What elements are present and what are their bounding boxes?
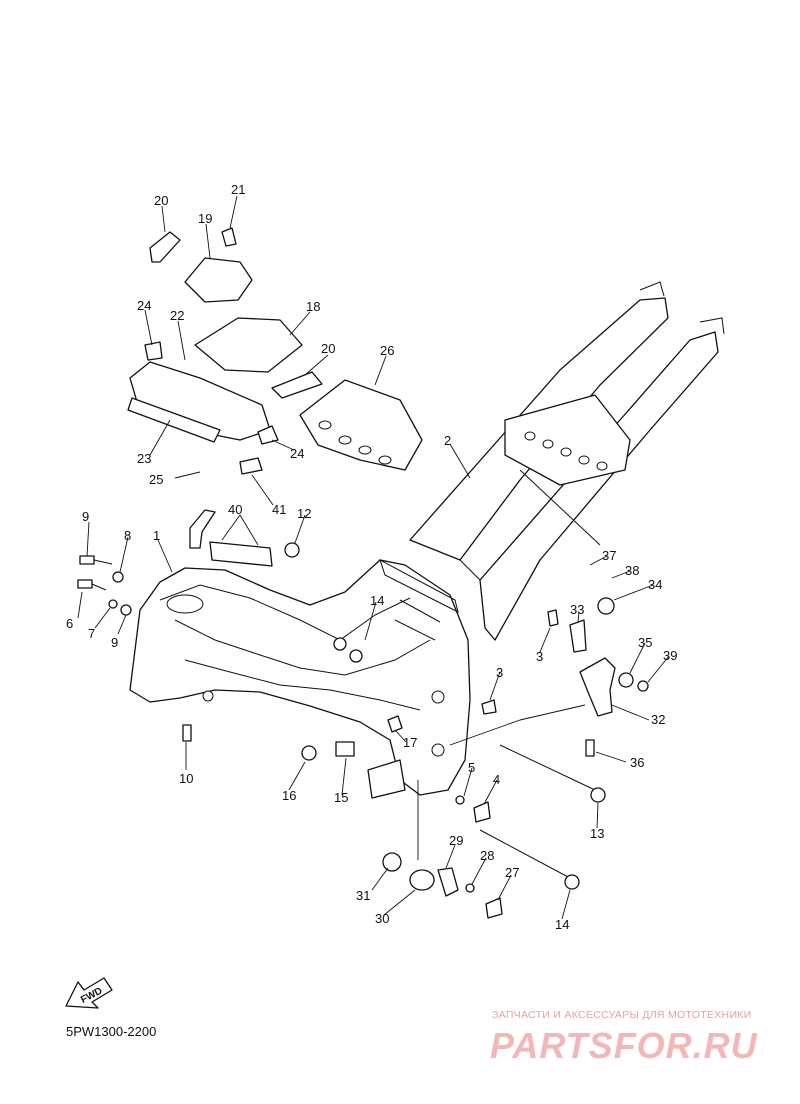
top-bracket-part [149,227,253,303]
callout-35: 35 [638,635,652,650]
callout-9b: 9 [111,635,118,650]
callout-20: 20 [154,193,168,208]
watermark-tagline: ЗАПЧАСТИ И АКСЕССУАРЫ ДЛЯ МОТОТЕХНИКИ [492,1009,752,1021]
callout-22: 22 [170,308,184,323]
callout-40: 40 [228,502,242,517]
rear-frame-part [409,281,725,641]
callout-15: 16 [282,788,296,803]
plate-26-part [299,379,423,471]
callout-12: 13 [590,826,604,841]
callout-36: 36 [630,755,644,770]
callout-17: 17 [403,735,417,750]
callout-38: 38 [625,563,639,578]
callout-labels: 21 20 19 18 24 22 20 26 2 23 24 25 41 40… [66,182,677,932]
callout-18: 18 [306,299,320,314]
callout-20b: 20 [321,341,335,356]
strip-parts [239,371,323,475]
callout-23: 23 [137,451,151,466]
callout-25: 25 [149,472,163,487]
callout-30: 30 [375,911,389,926]
callout-11: 12 [297,506,311,521]
callout-10: 10 [179,771,193,786]
callout-1: 1 [153,528,160,543]
callout-32: 32 [651,712,665,727]
callout-14: 14 [555,917,569,932]
hardware-parts [77,542,606,919]
callout-21: 21 [231,182,245,197]
callout-37: 37 [602,548,616,563]
main-frame-part [129,558,471,796]
callout-3b: 3 [496,665,503,680]
callout-24b: 24 [290,446,304,461]
callout-9: 8 [124,528,131,543]
panel-18-part [194,317,303,373]
callout-2: 2 [444,433,451,448]
callout-8: 7 [88,626,95,641]
callout-28: 28 [480,848,494,863]
callout-31: 31 [356,888,370,903]
tray-part [127,341,279,445]
callout-26: 26 [380,343,394,358]
callout-6: 9 [82,509,89,524]
watermark-logo: PARTSFOR.RU [490,1025,758,1066]
callout-34: 34 [648,577,662,592]
part-code: 5PW1300-2200 [66,1024,156,1039]
callout-27: 27 [505,865,519,880]
fwd-arrow-icon: FWD [65,977,113,1009]
pad-40-part [189,509,273,567]
callout-16: 15 [334,790,348,805]
callout-19: 19 [198,211,212,226]
callout-4: 4 [493,772,500,787]
callout-29: 29 [449,833,463,848]
callout-13: 14 [370,593,384,608]
callout-5: 5 [468,760,475,775]
callout-24: 24 [137,298,151,313]
callout-39: 39 [663,648,677,663]
leader-lines [77,195,670,920]
callout-33: 33 [570,602,584,617]
callout-41: 41 [272,502,286,517]
callout-3: 3 [536,649,543,664]
bracket-32-part [569,597,649,717]
callout-7: 6 [66,616,73,631]
